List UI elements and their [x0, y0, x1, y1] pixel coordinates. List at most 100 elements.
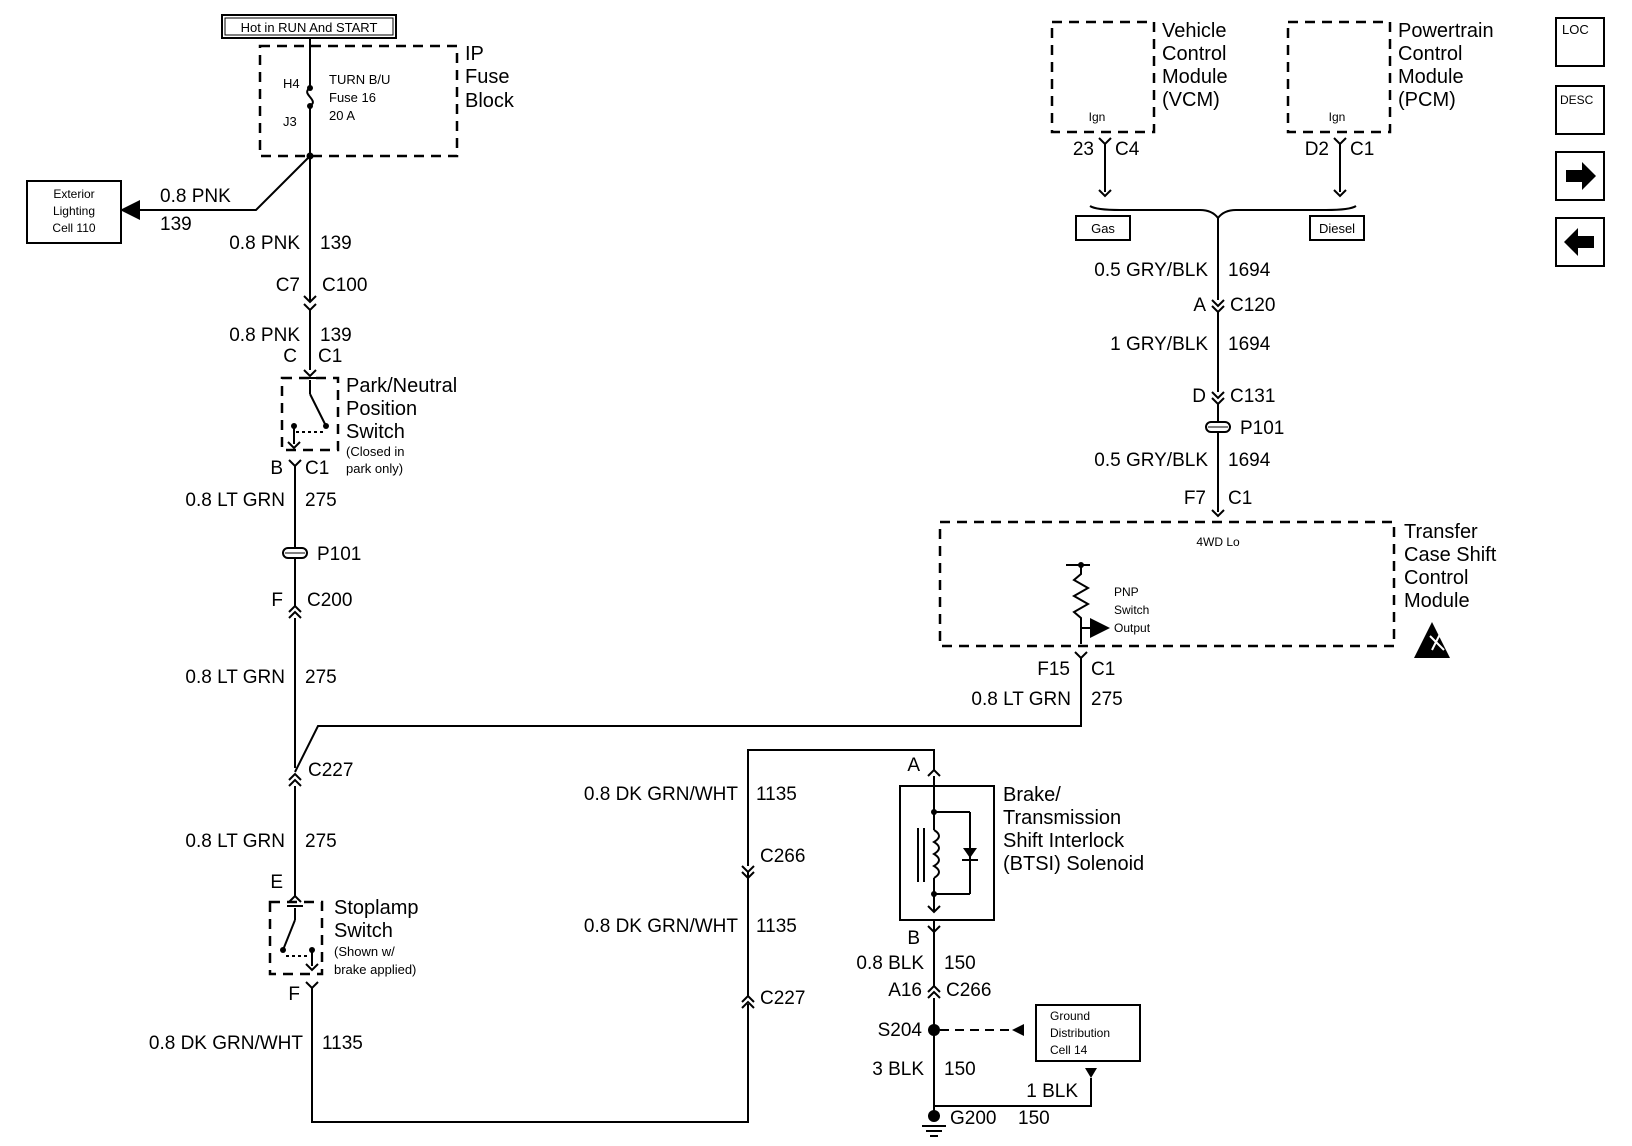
svg-text:C1: C1	[1228, 488, 1252, 509]
svg-text:C7: C7	[276, 275, 300, 296]
svg-text:F: F	[271, 590, 283, 611]
svg-text:275: 275	[305, 490, 337, 511]
stoplamp-bottom-connector: F	[288, 981, 319, 1005]
connector-c120: A C120	[1193, 295, 1275, 316]
svg-text:(VCM): (VCM)	[1162, 89, 1220, 111]
svg-text:A: A	[907, 755, 920, 776]
svg-text:4WD Lo: 4WD Lo	[1196, 535, 1240, 549]
svg-text:0.8 LT GRN: 0.8 LT GRN	[185, 667, 285, 688]
wire-275-b: 0.8 LT GRN 275	[185, 618, 337, 768]
svg-text:Gas: Gas	[1091, 221, 1115, 236]
svg-text:P101: P101	[317, 544, 361, 565]
wire-150-btsi: B 0.8 BLK 150	[856, 920, 976, 986]
gas-diesel-option: Gas Diesel	[1075, 205, 1365, 241]
svg-text:Switch: Switch	[1114, 603, 1149, 617]
wire-139-lower: 0.8 PNK 139 C C1	[229, 310, 352, 370]
svg-text:C227: C227	[308, 760, 353, 781]
svg-text:Diesel: Diesel	[1319, 221, 1355, 236]
svg-text:F7: F7	[1184, 488, 1206, 509]
svg-text:LOC: LOC	[1562, 22, 1589, 37]
svg-text:C: C	[283, 346, 297, 367]
svg-text:F: F	[288, 984, 300, 1005]
svg-text:Ign: Ign	[1329, 110, 1346, 124]
svg-text:C120: C120	[1230, 295, 1275, 316]
svg-text:Fuse: Fuse	[465, 66, 509, 88]
svg-text:1694: 1694	[1228, 260, 1271, 281]
svg-text:150: 150	[944, 1059, 976, 1080]
svg-text:1 GRY/BLK: 1 GRY/BLK	[1110, 334, 1208, 355]
transfer-case-shift-control-module: 4WD Lo Transfer Case Shift Control Modul…	[938, 520, 1497, 648]
svg-text:Output: Output	[1114, 621, 1151, 635]
svg-text:Module: Module	[1162, 66, 1228, 88]
svg-text:Ground: Ground	[1050, 1009, 1090, 1023]
svg-text:Control: Control	[1162, 43, 1226, 65]
desc-button[interactable]: DESC	[1555, 85, 1605, 135]
svg-text:150: 150	[944, 953, 976, 974]
svg-text:0.8 PNK: 0.8 PNK	[229, 233, 300, 254]
svg-text:139: 139	[160, 214, 192, 235]
svg-text:Brake/: Brake/	[1003, 784, 1061, 806]
svg-text:Ign: Ign	[1089, 110, 1106, 124]
svg-text:DESC: DESC	[1560, 93, 1594, 107]
prev-arrow-icon[interactable]	[1555, 217, 1605, 267]
svg-text:0.8 LT GRN: 0.8 LT GRN	[971, 689, 1071, 710]
wire-1694-b: 1 GRY/BLK 1694	[1110, 312, 1271, 392]
svg-text:Shift Interlock: Shift Interlock	[1003, 830, 1125, 852]
svg-text:20 A: 20 A	[329, 108, 355, 123]
svg-text:Module: Module	[1398, 66, 1464, 88]
svg-text:Control: Control	[1404, 567, 1468, 589]
svg-text:C227: C227	[760, 988, 805, 1009]
svg-text:TURN B/U: TURN B/U	[329, 72, 390, 87]
svg-text:J3: J3	[283, 114, 297, 129]
svg-text:0.5 GRY/BLK: 0.5 GRY/BLK	[1094, 260, 1208, 281]
svg-text:0.8 LT GRN: 0.8 LT GRN	[185, 490, 285, 511]
svg-text:1135: 1135	[756, 784, 797, 805]
wire-1135-left: 0.8 DK GRN/WHT 1135	[149, 988, 749, 1123]
fuse-symbol	[306, 38, 314, 150]
exterior-lighting-wire: 0.8 PNK 139	[120, 152, 314, 235]
svg-text:Vehicle: Vehicle	[1162, 20, 1227, 42]
next-arrow-icon[interactable]	[1555, 151, 1605, 201]
wire-1694-a: 0.5 GRY/BLK 1694	[1094, 218, 1271, 300]
svg-text:Position: Position	[346, 398, 417, 420]
svg-text:(PCM): (PCM)	[1398, 89, 1456, 111]
svg-text:G200: G200	[950, 1108, 996, 1129]
svg-text:B: B	[907, 928, 920, 949]
svg-text:3 BLK: 3 BLK	[872, 1059, 924, 1080]
splice-s204: S204 3 BLK 150	[872, 998, 1024, 1116]
svg-text:Distribution: Distribution	[1050, 1026, 1110, 1040]
svg-text:A: A	[1193, 295, 1206, 316]
connector-c200: F C200	[271, 590, 352, 619]
svg-text:Stoplamp: Stoplamp	[334, 897, 419, 919]
svg-text:(Shown w/: (Shown w/	[334, 944, 395, 959]
wire-275-tcscm: 0.8 LT GRN 275	[294, 664, 1123, 773]
svg-text:brake applied): brake applied)	[334, 962, 416, 977]
btsi-solenoid: Brake/ Transmission Shift Interlock (BTS…	[899, 768, 1144, 921]
svg-text:C266: C266	[760, 846, 805, 867]
svg-text:Cell 14: Cell 14	[1050, 1043, 1088, 1057]
svg-text:C1: C1	[1350, 139, 1374, 160]
svg-text:0.8 DK GRN/WHT: 0.8 DK GRN/WHT	[584, 784, 739, 805]
svg-text:A16: A16	[888, 980, 922, 1001]
svg-text:Transfer: Transfer	[1404, 521, 1478, 543]
svg-text:1694: 1694	[1228, 334, 1271, 355]
esd-warning-icon	[1414, 622, 1450, 658]
svg-text:1 BLK: 1 BLK	[1026, 1081, 1078, 1102]
svg-text:park only): park only)	[346, 461, 403, 476]
svg-text:C131: C131	[1230, 386, 1275, 407]
svg-text:Powertrain: Powertrain	[1398, 20, 1494, 42]
connector-c131: D C131	[1192, 386, 1275, 407]
svg-text:Cell 110: Cell 110	[52, 221, 95, 235]
svg-text:C4: C4	[1115, 139, 1140, 160]
park-neutral-switch: Park/Neutral Position Switch (Closed in …	[280, 369, 457, 476]
connector-c100: C7 C100	[276, 275, 367, 312]
svg-text:23: 23	[1073, 139, 1094, 160]
pcm-module: Ign Powertrain Control Module (PCM) D2 C…	[1286, 20, 1494, 198]
svg-text:(BTSI) Solenoid: (BTSI) Solenoid	[1003, 853, 1144, 875]
svg-text:F15: F15	[1037, 659, 1070, 680]
svg-text:275: 275	[305, 667, 337, 688]
svg-text:H4: H4	[283, 76, 300, 91]
svg-text:D: D	[1192, 386, 1206, 407]
svg-text:C1: C1	[318, 346, 342, 367]
loc-button[interactable]: LOC	[1555, 17, 1605, 67]
